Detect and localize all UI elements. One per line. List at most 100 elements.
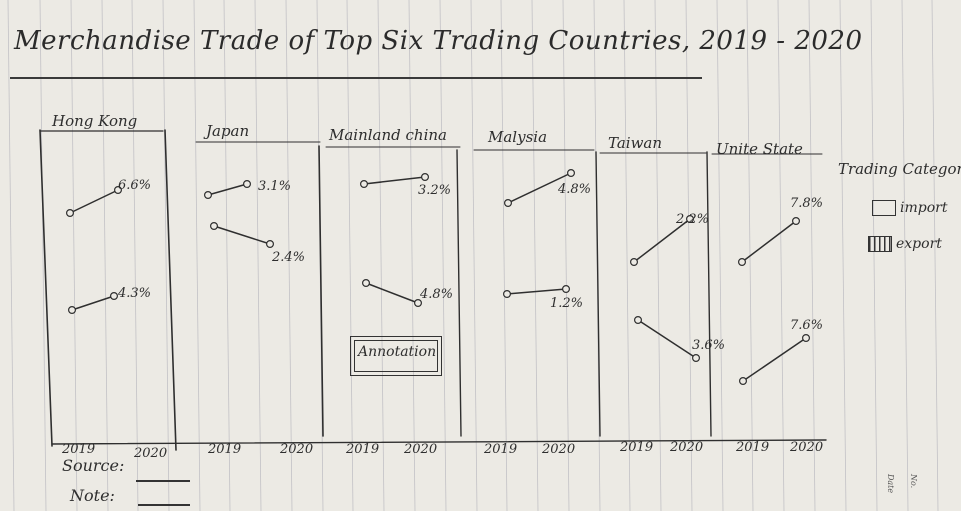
point-2019-japan-export xyxy=(210,222,219,231)
paper-rule-line-21 xyxy=(654,0,662,511)
tick-2019-mainland-china: 2019 xyxy=(346,442,380,457)
legend-swatch-export xyxy=(868,236,892,252)
slope-line-mainland-china-export xyxy=(365,282,419,304)
point-2020-taiwan-export xyxy=(691,354,700,363)
tick-2019-hong-kong: 2019 xyxy=(62,442,96,457)
data-label-mainland-china-export: 4.8% xyxy=(420,287,454,302)
paper-rule-line-1 xyxy=(39,0,47,511)
point-2020-japan-import xyxy=(243,180,252,189)
paper-rule-line-26 xyxy=(808,0,816,511)
point-2019-unite-state-export xyxy=(738,377,747,386)
point-2019-japan-import xyxy=(204,191,213,200)
slope-line-mainland-china-import xyxy=(363,176,426,185)
tick-2020-mainland-china: 2020 xyxy=(404,442,438,457)
paper-rule-line-0 xyxy=(7,0,15,511)
panel-divider-china-malysia xyxy=(456,149,462,437)
point-2020-malysia-export xyxy=(561,285,570,294)
point-2020-hong-kong-export xyxy=(109,292,118,301)
tick-2020-unite-state: 2020 xyxy=(790,440,824,455)
paper-rule-line-5 xyxy=(162,0,170,511)
paper-rule-line-16 xyxy=(500,0,508,511)
point-2019-hong-kong-export xyxy=(67,306,76,315)
panel-title-japan: Japan xyxy=(206,122,250,140)
point-2019-malysia-export xyxy=(503,290,512,299)
data-label-unite-state-import: 7.8% xyxy=(790,196,824,211)
panel-divider-japan-china xyxy=(318,145,324,437)
paper-rule-line-15 xyxy=(470,0,478,511)
data-label-unite-state-export: 7.6% xyxy=(790,318,824,333)
source-label: Source: xyxy=(62,456,125,475)
point-2020-taiwan-import xyxy=(685,215,694,224)
legend-swatch-import xyxy=(872,200,896,216)
slope-line-hong-kong-import xyxy=(69,189,119,214)
tick-2020-japan: 2020 xyxy=(280,442,314,457)
paper-rule-line-23 xyxy=(716,0,724,511)
panel-divider-taiwan-us xyxy=(706,151,712,437)
data-label-japan-export: 2.4% xyxy=(272,250,306,265)
data-label-malysia-export: 1.2% xyxy=(550,296,584,311)
slope-line-taiwan-import xyxy=(633,218,691,263)
slope-line-unite-state-import xyxy=(741,220,797,263)
paper-rule-line-25 xyxy=(777,0,785,511)
data-label-taiwan-export: 3.6% xyxy=(692,338,726,353)
data-label-hong-kong-export: 4.3% xyxy=(118,286,152,301)
paper-rule-line-8 xyxy=(254,0,262,511)
point-2019-malysia-import xyxy=(504,199,513,208)
paper-rule-line-17 xyxy=(531,0,539,511)
paper-rule-line-14 xyxy=(439,0,447,511)
paper-rule-line-18 xyxy=(562,0,570,511)
x-axis-baseline xyxy=(51,439,827,445)
paper-rule-line-20 xyxy=(623,0,631,511)
legend-title: Trading Category xyxy=(838,160,961,178)
paper-rule-line-7 xyxy=(223,0,231,511)
annotation-box-inner xyxy=(354,340,438,372)
paper-rule-line-12 xyxy=(377,0,385,511)
paper-rule-line-30 xyxy=(931,0,939,511)
data-label-hong-kong-import: 6.6% xyxy=(118,178,152,193)
panel-title-hong-kong: Hong Kong xyxy=(52,112,138,130)
slope-line-taiwan-export xyxy=(637,319,697,359)
point-2020-japan-export xyxy=(266,240,275,249)
slope-line-malysia-export xyxy=(506,288,567,295)
panel-divider-malysia-taiwan xyxy=(595,151,601,437)
panel-title-taiwan: Taiwan xyxy=(608,134,663,152)
point-2019-mainland-china-import xyxy=(360,180,369,189)
point-2020-malysia-import xyxy=(566,169,575,178)
point-2019-hong-kong-import xyxy=(65,209,74,218)
legend-label-import: import xyxy=(900,200,948,216)
paper-rule-line-28 xyxy=(870,0,878,511)
paper-rule-line-9 xyxy=(285,0,293,511)
tick-2020-malysia: 2020 xyxy=(542,442,576,457)
point-2020-mainland-china-import xyxy=(421,173,430,182)
data-label-mainland-china-import: 3.2% xyxy=(418,183,452,198)
slope-line-malysia-import xyxy=(507,172,572,204)
paper-rule-line-11 xyxy=(346,0,354,511)
panel-frame-lines xyxy=(39,129,827,451)
point-2019-mainland-china-export xyxy=(362,279,371,288)
slope-line-japan-export xyxy=(213,225,271,245)
title-underline xyxy=(10,77,702,79)
corner-date-label: Date xyxy=(886,474,895,494)
annotation-box xyxy=(350,336,442,376)
paper-rule-line-6 xyxy=(193,0,201,511)
tick-2019-unite-state: 2019 xyxy=(736,440,770,455)
paper-rule-line-13 xyxy=(408,0,416,511)
chart-title: Merchandise Trade of Top Six Trading Cou… xyxy=(14,26,863,56)
point-2019-taiwan-import xyxy=(629,258,638,267)
tick-2019-japan: 2019 xyxy=(208,442,242,457)
slope-line-unite-state-export xyxy=(742,337,807,382)
panel-title-unite-state: Unite State xyxy=(716,140,803,158)
data-label-malysia-import: 4.8% xyxy=(558,182,592,197)
legend-label-export: export xyxy=(896,236,942,252)
slope-line-japan-import xyxy=(207,183,248,196)
point-2020-hong-kong-import xyxy=(113,186,122,195)
tick-2020-taiwan: 2020 xyxy=(670,440,704,455)
slope-line-hong-kong-export xyxy=(71,295,115,311)
panel-title-malysia: Malysia xyxy=(488,128,548,146)
paper-rule-line-27 xyxy=(839,0,847,511)
source-blank-line xyxy=(136,480,190,482)
point-2019-unite-state-import xyxy=(737,258,746,267)
data-label-japan-import: 3.1% xyxy=(258,179,292,194)
note-blank-line xyxy=(138,504,190,506)
